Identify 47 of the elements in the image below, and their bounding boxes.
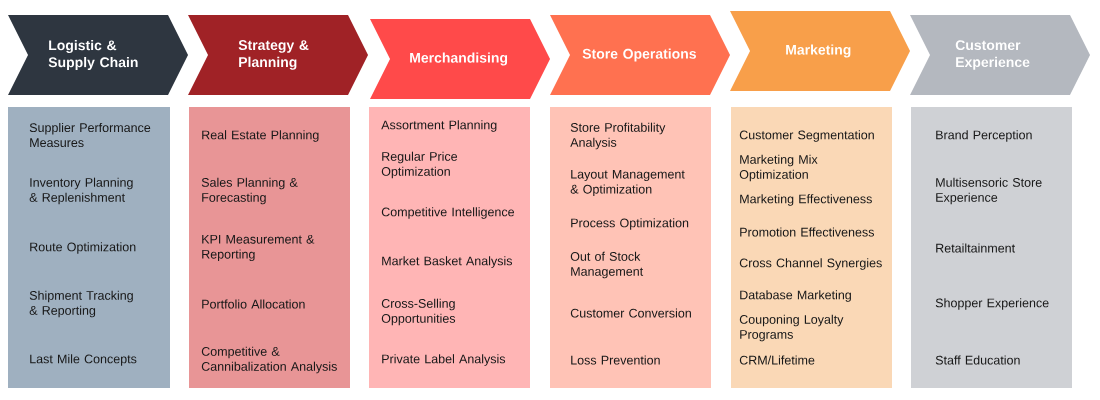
list-item: Brand Perception <box>936 130 1032 142</box>
list-item: Promotion Effectiveness <box>740 227 874 237</box>
list-item: Shopper Experience <box>935 298 1049 310</box>
list-item: CRM/Lifetime <box>739 355 815 365</box>
heading-banner: Customer Experience <box>910 15 1090 95</box>
list-item: Out of Stock Management <box>570 251 644 279</box>
list-item: Marketing Mix Optimization <box>739 154 818 182</box>
heading-banner: Merchandising <box>370 19 550 99</box>
list-item: Customer Conversion <box>570 308 691 318</box>
list-item: Regular Price Optimization <box>381 151 458 179</box>
list-item: Market Basket Analysis <box>382 256 513 268</box>
list-item: Shipment Tracking & Reporting <box>29 290 133 318</box>
list-item: Marketing Effectiveness <box>740 194 872 206</box>
list-item: Inventory Planning & Replenishment <box>29 177 133 205</box>
heading-banner: Strategy & Planning <box>188 15 368 95</box>
category-panel <box>369 107 530 388</box>
list-item: Last Mile Concepts <box>30 354 137 366</box>
list-item: Cross Channel Synergies <box>739 258 882 270</box>
heading-banner: Marketing <box>730 11 910 91</box>
list-item: Layout Management & Optimization <box>570 169 685 197</box>
list-item: Competitive Intelligence <box>381 207 515 219</box>
list-item: Real Estate Planning <box>202 130 319 142</box>
list-item: Process Optimization <box>571 218 689 230</box>
list-item: Customer Segmentation <box>739 130 874 142</box>
heading-banner: Store Operations <box>550 15 730 95</box>
list-item: Loss Prevention <box>571 355 660 365</box>
category-panel <box>8 107 170 388</box>
list-item: Route Optimization <box>30 242 136 254</box>
list-item: Supplier Performance Measures <box>29 122 151 148</box>
list-item: Assortment Planning <box>381 120 497 132</box>
heading-banner: Logistic & Supply Chain <box>8 15 188 95</box>
list-item: Multisensoric Store Experience <box>936 177 1042 205</box>
category-panel <box>189 107 350 388</box>
list-item: KPI Measurement & Reporting <box>202 234 315 262</box>
list-item: Cross-Selling Opportunities <box>381 298 456 326</box>
list-item: Private Label Analysis <box>382 354 506 366</box>
list-item: Sales Planning & Forecasting <box>201 177 298 205</box>
list-item: Competitive & Cannibalization Analysis <box>201 346 337 374</box>
list-item: Database Marketing <box>740 290 851 302</box>
list-item: Retailtainment <box>936 243 1015 253</box>
list-item: Store Profitability Analysis <box>570 122 666 150</box>
list-item: Couponing Loyalty Programs <box>739 314 844 342</box>
list-item: Staff Education <box>935 355 1020 365</box>
category-panel <box>911 107 1072 388</box>
category-panel <box>550 107 711 388</box>
list-item: Portfolio Allocation <box>202 299 305 309</box>
category-panel <box>731 107 892 388</box>
